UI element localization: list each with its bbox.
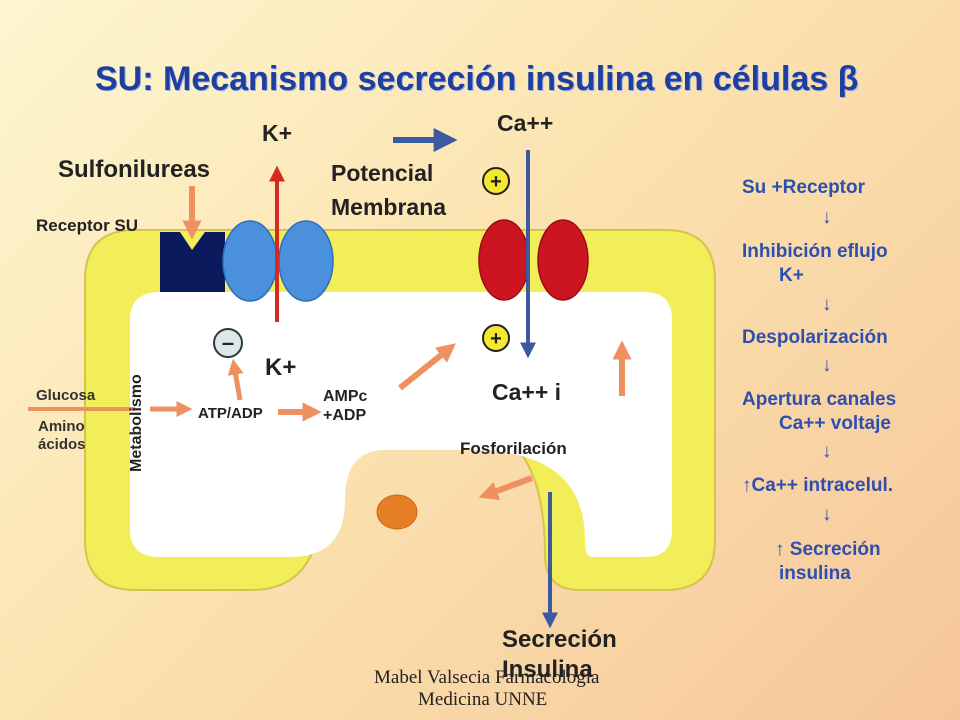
metabolismo-label: Metabolismo xyxy=(128,374,145,472)
secrecion-label: Secreción xyxy=(502,626,617,653)
footer-author: Mabel Valsecia Farmacología xyxy=(374,667,600,688)
insulin-granule xyxy=(376,494,418,530)
step-arrow-4: ↓ xyxy=(822,441,832,462)
minus-label: – xyxy=(222,330,234,355)
step-despolarizacion: Despolarización xyxy=(742,327,888,348)
page-title: SU: Mecanismo secreción insulina en célu… xyxy=(95,60,859,98)
k-inside-label: K+ xyxy=(265,354,297,381)
fosforilacion-label: Fosforilación xyxy=(460,439,567,458)
ca-channel-left xyxy=(478,219,530,301)
step-k: K+ xyxy=(779,265,804,286)
step-ca-voltaje: Ca++ voltaje xyxy=(779,413,891,434)
receptor-su-label: Receptor SU xyxy=(36,216,139,235)
minus-badge: – xyxy=(213,328,243,358)
plus-top-label: + xyxy=(490,171,502,193)
insulina-label: Insulina xyxy=(502,656,593,683)
step-insulina: insulina xyxy=(779,563,851,584)
step-secrecion: ↑ Secreción xyxy=(775,539,881,560)
glucosa-label: Glucosa xyxy=(36,387,96,404)
step-apertura: Apertura canales xyxy=(742,389,897,410)
fosforilacion-arrow xyxy=(478,475,534,501)
k-top-label: K+ xyxy=(262,120,293,146)
footer-institution: Medicina UNNE xyxy=(418,689,548,710)
step-ca-intracelular: ↑Ca++ intracelul. xyxy=(742,475,894,496)
ca-top-label: Ca++ xyxy=(497,110,554,136)
adp-label: +ADP xyxy=(323,407,367,424)
ca-channel-right xyxy=(537,219,589,301)
step-inhibicion: Inhibición eflujo xyxy=(742,241,888,262)
plus-inside-label: + xyxy=(490,328,502,350)
plus-badge-inside: + xyxy=(482,324,510,352)
atp-adp-label: ATP/ADP xyxy=(198,405,263,422)
plus-badge-top: + xyxy=(482,167,510,195)
step-arrow-5: ↓ xyxy=(822,504,832,525)
membrana-label: Membrana xyxy=(331,194,447,220)
step-arrow-3: ↓ xyxy=(822,355,832,376)
potencial-label: Potencial xyxy=(331,160,434,186)
receptor-su-shape xyxy=(160,232,225,292)
amino-label: Amino xyxy=(38,418,85,435)
acidos-label: ácidos xyxy=(38,436,86,453)
k-channel-left xyxy=(222,220,278,302)
k-channel-right xyxy=(278,220,334,302)
step-arrow-2: ↓ xyxy=(822,294,832,315)
step-arrow-1: ↓ xyxy=(822,207,832,228)
ampc-up-arrow xyxy=(398,343,456,391)
step-su-receptor: Su +Receptor xyxy=(742,177,866,198)
sulfonilureas-label: Sulfonilureas xyxy=(58,156,211,183)
ca-i-label: Ca++ i xyxy=(492,379,562,405)
cell-interior xyxy=(130,292,672,557)
ampc-label: AMPc xyxy=(323,388,368,405)
atp-minus-arrow xyxy=(227,358,244,401)
